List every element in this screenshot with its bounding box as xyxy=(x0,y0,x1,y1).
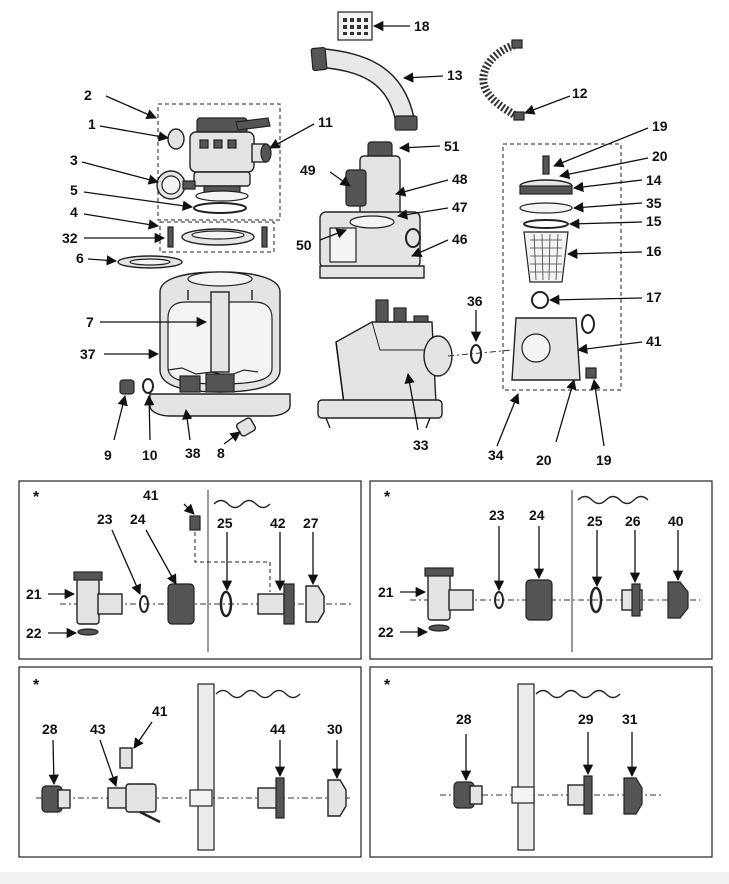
label-34: 34 xyxy=(488,447,504,463)
label-18: 18 xyxy=(414,18,430,34)
p1-label-24: 24 xyxy=(130,511,146,527)
label-4: 4 xyxy=(70,204,78,220)
label-19b: 19 xyxy=(596,452,612,468)
p1-label-21: 21 xyxy=(26,586,42,602)
panel-4-star: * xyxy=(384,677,391,694)
p4-label-29: 29 xyxy=(578,711,594,727)
p4-label-28: 28 xyxy=(456,711,472,727)
p3-label-44: 44 xyxy=(270,721,286,737)
p3-label-43: 43 xyxy=(90,721,106,737)
p1-label-23: 23 xyxy=(97,511,113,527)
pump-motor xyxy=(317,299,453,429)
part-8-drain xyxy=(235,417,257,437)
part-12-flex-hose xyxy=(479,39,525,122)
p2-label-21: 21 xyxy=(378,584,394,600)
label-7: 7 xyxy=(86,314,94,330)
label-11: 11 xyxy=(318,114,333,130)
label-15: 15 xyxy=(646,213,662,229)
panel-1: * xyxy=(18,480,362,660)
label-47: 47 xyxy=(452,199,468,215)
multiport-valve xyxy=(189,117,271,202)
label-9: 9 xyxy=(104,447,112,463)
p2-label-23: 23 xyxy=(489,507,505,523)
part-1-plug xyxy=(167,128,185,150)
p2-label-40: 40 xyxy=(668,513,684,529)
label-33: 33 xyxy=(413,437,429,453)
panel-2-star: * xyxy=(384,489,391,506)
label-16: 16 xyxy=(646,243,662,259)
label-32: 32 xyxy=(62,230,78,246)
p2-label-22: 22 xyxy=(378,624,394,640)
label-50: 50 xyxy=(296,237,312,253)
label-17: 17 xyxy=(646,289,662,305)
part-5-o-ring xyxy=(193,202,247,214)
part-6-gasket xyxy=(117,255,183,269)
label-51: 51 xyxy=(444,138,460,154)
part-4-clamp xyxy=(167,226,268,248)
part-36-o-ring xyxy=(470,344,482,364)
part-10-washer xyxy=(142,378,154,394)
label-48: 48 xyxy=(452,171,468,187)
p1-label-42: 42 xyxy=(270,515,286,531)
label-10: 10 xyxy=(142,447,158,463)
label-1: 1 xyxy=(88,116,96,132)
p1-label-22: 22 xyxy=(26,625,42,641)
label-3: 3 xyxy=(70,152,78,168)
panel-1-star: * xyxy=(33,489,40,506)
p2-label-24: 24 xyxy=(529,507,545,523)
part-18-keypad xyxy=(337,11,373,41)
label-37: 37 xyxy=(80,346,96,362)
bottom-strip xyxy=(0,872,729,884)
p3-label-28: 28 xyxy=(42,721,58,737)
label-8: 8 xyxy=(217,445,225,461)
label-20a: 20 xyxy=(652,148,668,164)
strainer-assembly xyxy=(511,155,597,381)
p1-label-41: 41 xyxy=(143,487,159,503)
label-46: 46 xyxy=(452,231,468,247)
part-3-gauge xyxy=(156,170,196,200)
p1-label-27: 27 xyxy=(303,515,319,531)
label-49: 49 xyxy=(300,162,316,178)
chlorinator xyxy=(319,141,425,279)
panel-3: * xyxy=(18,666,362,858)
strainer-group-box xyxy=(502,143,622,391)
p2-label-25: 25 xyxy=(587,513,603,529)
label-14: 14 xyxy=(646,172,662,188)
label-5: 5 xyxy=(70,182,78,198)
p3-label-41: 41 xyxy=(152,703,168,719)
p4-label-31: 31 xyxy=(622,711,638,727)
part-13-hose xyxy=(310,46,418,131)
label-38: 38 xyxy=(185,445,201,461)
panel-3-star: * xyxy=(33,677,40,694)
filter-tank xyxy=(149,271,291,417)
p1-label-25: 25 xyxy=(217,515,233,531)
label-36: 36 xyxy=(467,293,483,309)
label-19a: 19 xyxy=(652,118,668,134)
label-13: 13 xyxy=(447,67,463,83)
p2-label-26: 26 xyxy=(625,513,641,529)
part-9-plug xyxy=(119,379,135,395)
label-20b: 20 xyxy=(536,452,552,468)
label-12: 12 xyxy=(572,85,588,101)
part-11-fitting xyxy=(251,143,272,163)
label-2: 2 xyxy=(84,87,92,103)
panel-4: * xyxy=(369,666,713,858)
label-41: 41 xyxy=(646,333,662,349)
label-6: 6 xyxy=(76,250,84,266)
p3-label-30: 30 xyxy=(327,721,343,737)
label-35: 35 xyxy=(646,195,662,211)
panel-2: * xyxy=(369,480,713,660)
